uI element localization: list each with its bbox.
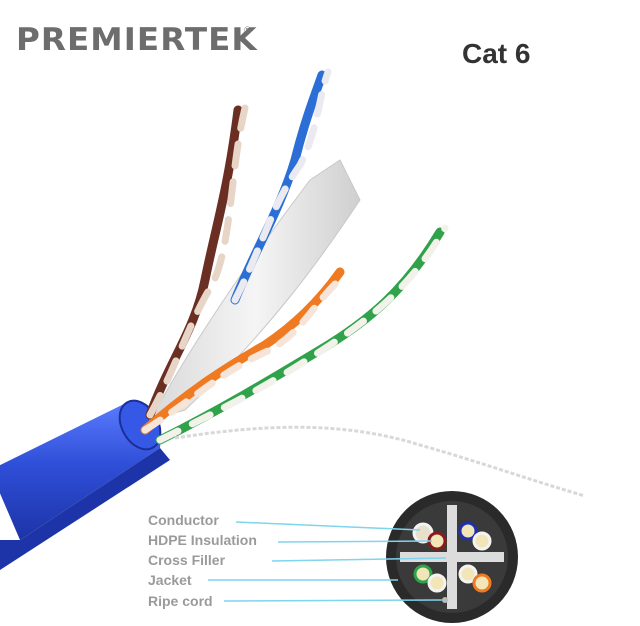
legend-label-hdpe-insulation: HDPE Insulation [148, 532, 257, 548]
legend-label-jacket: Jacket [148, 572, 192, 588]
rip-cord [174, 425, 586, 498]
leader-lines [208, 521, 447, 602]
legend-label-conductor: Conductor [148, 512, 219, 528]
cable-cross-section-icon [386, 491, 518, 623]
cable-jacket [0, 399, 170, 570]
registered-mark: ® [243, 26, 252, 36]
brown-pair [145, 104, 249, 420]
brand-logo: PREMIERTEK [16, 22, 258, 58]
cross-filler [148, 159, 361, 421]
legend-label-cross-filler: Cross Filler [148, 552, 226, 568]
legend-label-ripe-cord: Ripe cord [148, 593, 213, 609]
blue-pair [230, 68, 332, 305]
category-title: Cat 6 [462, 38, 531, 69]
orange-pair [140, 267, 349, 435]
green-pair [155, 224, 449, 445]
